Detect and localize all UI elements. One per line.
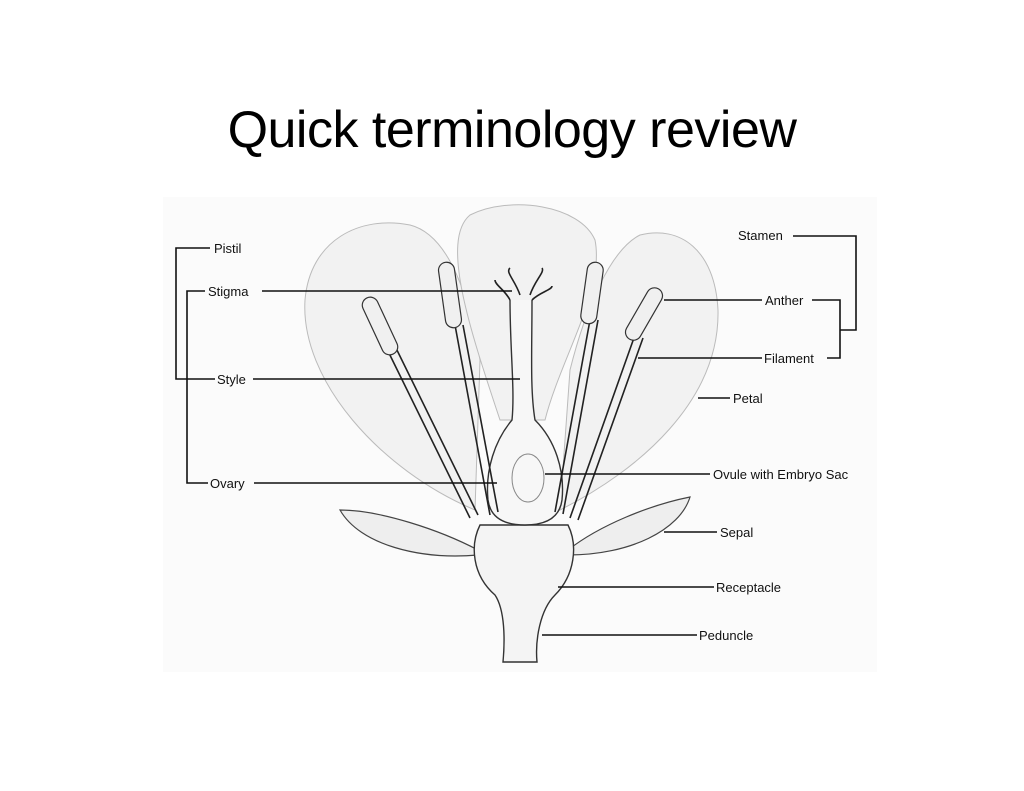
anther-1 — [361, 296, 399, 356]
petal-left — [304, 222, 481, 511]
stigma-ovary-bracket — [186, 290, 208, 484]
right-leaders — [542, 235, 857, 636]
label-stigma: Stigma — [208, 284, 249, 299]
label-ovule: Ovule with Embryo Sac — [713, 467, 849, 482]
label-filament: Filament — [764, 351, 814, 366]
filament-4 — [569, 334, 644, 521]
labels: Pistil Stigma Style Ovary Stamen Anther … — [208, 228, 849, 643]
anther-2 — [437, 261, 463, 329]
pistil-drawing — [486, 267, 564, 526]
stamen-bracket — [793, 235, 857, 331]
anther-filament-bracket — [812, 299, 841, 359]
ovary-style-shape — [486, 299, 564, 526]
filament-1 — [384, 341, 479, 519]
label-stamen: Stamen — [738, 228, 783, 243]
receptacle-peduncle — [473, 524, 575, 663]
sepals — [338, 496, 691, 557]
filament-3 — [554, 319, 599, 515]
sepal-left — [338, 509, 479, 557]
label-receptacle: Receptacle — [716, 580, 781, 595]
label-ovary: Ovary — [210, 476, 245, 491]
sepal-right — [567, 496, 691, 556]
label-peduncle: Peduncle — [699, 628, 753, 643]
label-sepal: Sepal — [720, 525, 753, 540]
ovule-shape — [511, 453, 545, 503]
stamens-drawing — [361, 261, 664, 521]
anther-4 — [624, 287, 664, 341]
pistil-bracket — [175, 247, 215, 380]
anther-3 — [580, 261, 604, 325]
label-petal: Petal — [733, 391, 763, 406]
left-leaders — [175, 247, 520, 484]
slide-title: Quick terminology review — [227, 101, 797, 159]
label-anther: Anther — [765, 293, 804, 308]
label-pistil: Pistil — [214, 241, 242, 256]
stigma-shape — [494, 267, 553, 301]
label-style: Style — [217, 372, 246, 387]
